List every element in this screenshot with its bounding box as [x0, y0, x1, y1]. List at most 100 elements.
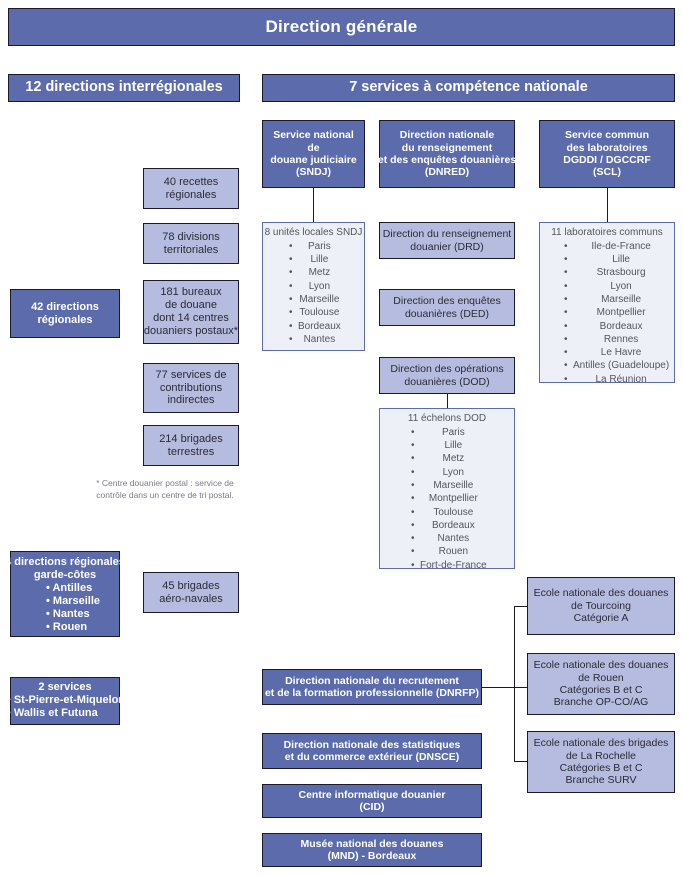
box-divisions-territoriales: 78 divisions territoriales [143, 223, 239, 264]
box-brigades-terrestres: 214 brigades terrestres [143, 425, 239, 466]
garde-cotes-bullet-0: • Antilles [45, 581, 93, 594]
box-bureaux-de-douane: 181 bureaux de douane dont 14 centres do… [143, 280, 239, 344]
box-bureaux-line1: 181 bureaux [160, 286, 222, 299]
box-2-services-outremer: 2 services • St-Pierre-et-Miquelon • Wal… [7, 677, 125, 725]
ecole-la-rochelle-line4: Branche SURV [565, 774, 637, 787]
box-contributions-line1: 77 services de [155, 368, 227, 381]
list-item: Lyon [564, 280, 669, 294]
dnrfp-line2: et de la formation professionnelle (DNRF… [264, 687, 480, 699]
list-item: Bordeaux [289, 320, 341, 334]
list-item: Bordeaux [564, 320, 669, 334]
dod-line1: Direction des opérations [390, 363, 504, 376]
ecole-rouen-line3: Catégories B et C [559, 684, 643, 696]
connector-school-tourcoing [514, 606, 527, 607]
box-ecole-rouen: Ecole nationale des douanes de Rouen Cat… [527, 653, 675, 715]
dnred-line3: et des enquêtes douanières [377, 154, 517, 166]
box-garde-cotes-bullets: • Antilles • Marseille • Nantes • Rouen [46, 582, 100, 634]
list-item: Marseille [289, 293, 341, 307]
dnsce-line2: et du commerce extérieur (DNSCE) [284, 751, 460, 763]
box-garde-cotes-line1: 4 directions régionales [5, 556, 125, 568]
box-contributions-line3: indirectes [167, 394, 215, 407]
connector-sndj-to-units [313, 188, 314, 222]
list-item: La Réunion [564, 373, 669, 387]
sndj-units-list: Paris Lille Metz Lyon Marseille Toulouse… [289, 240, 341, 347]
box-recettes-regionales: 40 recettes régionales [143, 168, 239, 209]
box-bureaux-line3: dont 14 centres [153, 312, 229, 324]
scl-labs-title: 11 laboratoires communs [551, 227, 663, 238]
sndj-line1: Service national [273, 129, 354, 142]
connector-schools-spine [514, 606, 515, 762]
ecole-rouen-line4: Branche OP-CO/AG [553, 696, 649, 709]
banner-12-directions-label: 12 directions interrégionales [25, 79, 223, 96]
box-42-directions-line1: 42 directions [31, 300, 99, 313]
service-bullet-0: • St-Pierre-et-Miquelon [6, 693, 126, 706]
list-item: Toulouse [289, 306, 341, 320]
dnsce-line1: Direction nationale des statistiques [283, 738, 461, 751]
dnred-line4: (DNRED) [424, 166, 470, 179]
box-brigades-aero-navales: 45 brigades aéro-navales [143, 572, 239, 613]
box-services-contributions-indirectes: 77 services de contributions indirectes [143, 363, 239, 413]
list-item: Lyon [289, 280, 341, 294]
ecole-la-rochelle-line2: de La Rochelle [565, 749, 637, 762]
list-item: Nantes [411, 532, 487, 546]
list-item: Strasbourg [564, 266, 669, 280]
footnote-centre-douanier-postal: * Centre douanier postal : service de co… [96, 478, 234, 501]
box-42-directions-regionales: 42 directions régionales [10, 289, 120, 338]
drd-line2: douanier (DRD) [410, 240, 484, 253]
list-item: Toulouse [411, 506, 487, 520]
sndj-units-title: 8 unités locales SNDJ [264, 227, 363, 238]
box-contributions-line2: contributions [159, 381, 223, 394]
list-item: Nantes [289, 333, 341, 347]
box-sndj: Service national de douane judiciaire (S… [262, 120, 365, 188]
box-2-services-title: 2 services [38, 681, 92, 693]
ecole-tourcoing-line3: Catégorie A [573, 612, 629, 625]
sndj-line3: douane judiciaire [270, 154, 357, 166]
list-item: Antilles (Guadeloupe) [564, 359, 669, 373]
box-directions-regionales-garde-cotes: 4 directions régionales garde-côtes • An… [5, 551, 125, 637]
list-item: Paris [289, 240, 341, 254]
box-garde-cotes-line2: garde-côtes [33, 568, 97, 581]
box-ded: Direction des enquêtes douanières (DED) [379, 289, 515, 326]
box-drd: Direction du renseignement douanier (DRD… [379, 222, 515, 259]
list-item: Marseille [564, 293, 669, 307]
dnred-line1: Direction nationale [399, 129, 495, 142]
box-cid: Centre informatique douanier (CID) [262, 784, 482, 818]
scl-line2: des laboratoires [566, 141, 648, 154]
box-bureaux-line4: douaniers postaux* [143, 324, 239, 337]
connector-school-la-rochelle [514, 761, 527, 762]
list-item: Montpellier [564, 306, 669, 320]
box-recettes-line2: régionales [165, 188, 217, 201]
box-dnred: Direction nationale du renseignement et … [377, 120, 517, 188]
list-item: Bordeaux [411, 519, 487, 533]
list-item: Marseille [411, 479, 487, 493]
dnred-line2: du renseignement [401, 141, 493, 154]
list-item: Fort-de-France [411, 559, 487, 573]
box-mnd: Musée national des douanes (MND) - Borde… [262, 833, 482, 867]
dod-echelons-list: Paris Lille Metz Lyon Marseille Montpell… [411, 426, 487, 573]
list-item: Ile-de-France [564, 240, 669, 254]
service-bullet-1: • Wallis et Futuna [6, 706, 98, 719]
banner-direction-generale: Direction générale [8, 8, 675, 46]
list-item: Le Havre [564, 346, 669, 360]
ded-line2: douanières (DED) [404, 307, 490, 320]
cid-line2: (CID) [359, 801, 385, 813]
box-aero-navales-line2: aéro-navales [159, 592, 223, 605]
dod-line2: douanières (DOD) [404, 375, 490, 388]
list-item: Montpellier [411, 492, 487, 506]
banner-7-services-competence-nationale: 7 services à compétence nationale [262, 74, 675, 102]
banner-direction-generale-label: Direction générale [265, 16, 418, 36]
box-recettes-line1: 40 recettes [163, 175, 219, 188]
banner-12-directions-interregionales: 12 directions interrégionales [8, 74, 240, 102]
box-dod-echelons: 11 échelons DOD Paris Lille Metz Lyon Ma… [379, 408, 515, 573]
box-brigades-terrestres-line2: terrestres [167, 445, 215, 458]
drd-line1: Direction du renseignement [382, 228, 512, 241]
box-sndj-unites-locales: 8 unités locales SNDJ Paris Lille Metz L… [262, 222, 365, 351]
mnd-line1: Musée national des douanes [300, 837, 444, 850]
list-item: Lille [564, 253, 669, 267]
garde-cotes-bullet-3: • Rouen [45, 620, 88, 633]
box-dnsce: Direction nationale des statistiques et … [262, 733, 482, 769]
ecole-tourcoing-line2: de Tourcoing [571, 599, 631, 612]
connector-scl-to-labs [607, 188, 608, 222]
ecole-rouen-line2: de Rouen [578, 671, 624, 684]
